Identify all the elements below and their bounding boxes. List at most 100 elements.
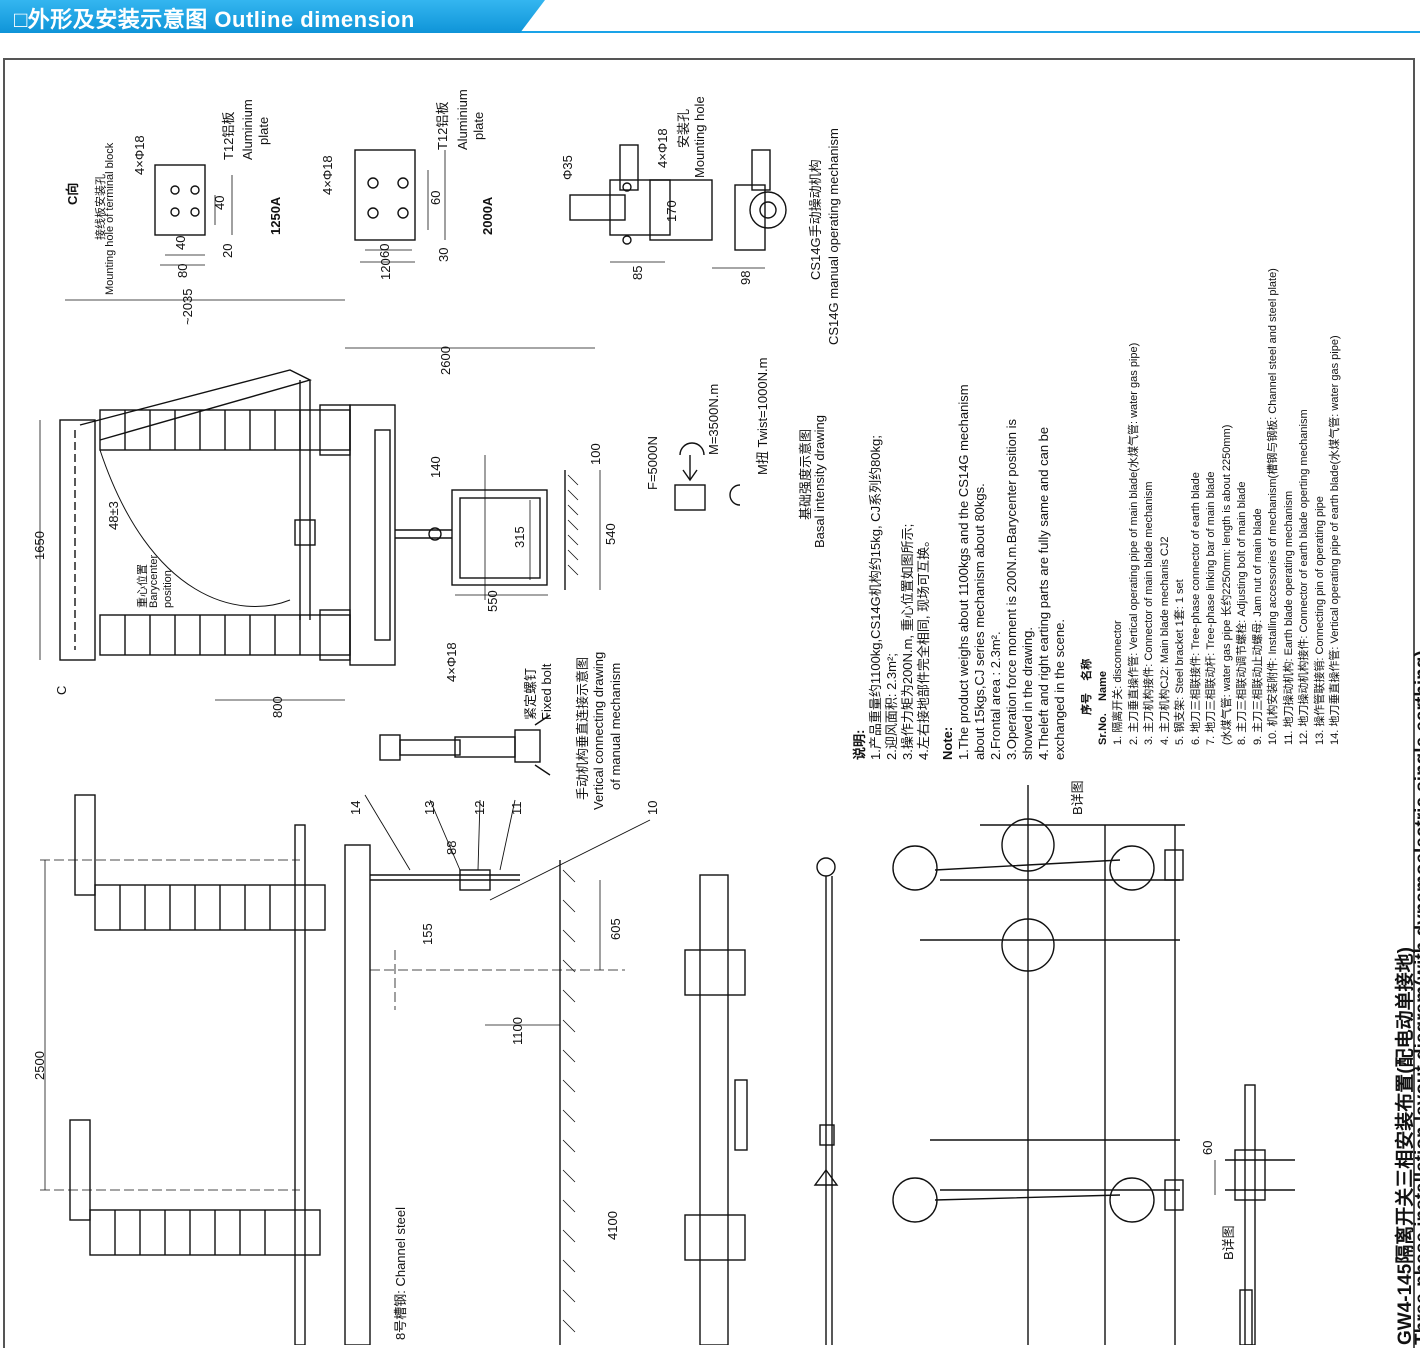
c-view-plate-en-2b: plate <box>471 111 486 140</box>
side-elevation-view <box>39 299 601 701</box>
drawing-frame <box>3 58 1415 1348</box>
parts-header-cn: 序号 名称 <box>1081 658 1093 715</box>
c-view-holes-1: 4×Φ18 <box>132 135 147 175</box>
notes-en-line: 1.The product weighs about 1100kgs and t… <box>956 384 971 760</box>
c-view-dim: 80 <box>175 263 190 278</box>
parts-row: 4. 主刀机构CJ2: Main blade mechanis CJ2 <box>1158 536 1171 745</box>
connect-title-en-2: of manual mechanism <box>608 662 623 790</box>
notes-en-title: Note: <box>940 726 955 760</box>
main-blade <box>79 369 312 441</box>
mechanism-name-cn: CS14G手动操动机构 <box>808 159 823 280</box>
notes-cn-line: 2.迎风面积: 2.3m²; <box>884 653 899 760</box>
front-item: 13 <box>422 800 437 815</box>
side-dim-2035: ~2035 <box>180 288 195 325</box>
connect-title-cn: 手动机构垂直连接示意图 <box>575 656 590 800</box>
side-dim-1650: 1650 <box>32 531 47 560</box>
notes-en-line: showed in the drawing. <box>1020 627 1035 760</box>
mechanism-dim: 85 <box>630 265 645 280</box>
header-tab <box>0 0 545 33</box>
c-view-plate-en-1b: plate <box>256 116 271 145</box>
mechanism-dim: 98 <box>738 270 753 285</box>
parts-row: 13. 操作管联接销: Connecting pin of operating … <box>1313 496 1326 745</box>
side-dim-100: 100 <box>588 443 603 465</box>
c-view-title: C向 <box>65 182 80 205</box>
notes-cn-title: 说明: <box>852 729 867 760</box>
front-dim-155: 155 <box>420 923 435 945</box>
c-view-terminal-block <box>154 149 446 266</box>
vertical-connecting-drawing <box>379 714 551 776</box>
side-c-mark: C <box>54 685 69 695</box>
mechanism-box <box>451 489 548 586</box>
plan-view-shaft <box>684 857 839 1345</box>
c-view-rating-1: 1250A <box>268 196 283 235</box>
side-bary-en-2: position <box>162 570 174 608</box>
side-dim-550: 550 <box>485 590 500 612</box>
basal-intensity-symbols <box>674 442 741 511</box>
front-dim-605: 605 <box>608 918 623 940</box>
side-dim-540: 540 <box>603 523 618 545</box>
front-dim-2500: 2500 <box>32 1051 47 1080</box>
c-view-rating-2: 2000A <box>480 196 495 235</box>
notes-en-line: exchanged in the scene. <box>1052 619 1067 760</box>
detail-b-label-1: B详图 <box>1070 780 1085 815</box>
notes-en-line: 3.Operation force moment is 200N.m.Baryc… <box>1004 418 1019 760</box>
front-item: 14 <box>348 800 363 815</box>
side-bary-en-1: Barycenter <box>148 554 160 608</box>
front-item: 12 <box>472 800 487 815</box>
parts-row: 6. 地刀三相联接件: Tree-phase connector of eart… <box>1189 472 1202 745</box>
notes-cn-line: 1.产品重量约1100kg,CS14G机构约15kg, CJ系列约80kg; <box>868 435 883 760</box>
side-dim-800: 800 <box>270 696 285 718</box>
mechanism-holes: 4×Φ18 <box>655 128 670 168</box>
front-dim-88: 88 <box>444 840 459 855</box>
basal-title-en: Basal intensity drawing <box>812 415 827 548</box>
header: □外形及安装示意图 Outline dimension <box>0 0 1420 34</box>
parts-row: 7. 地刀三相联动杆: Tree-phase linking bar of ma… <box>1205 471 1217 745</box>
front-elevation-view <box>40 794 651 1345</box>
notes-en-line: 2.Frontal area : 2.3m². <box>988 631 1003 760</box>
front-item: 11 <box>509 801 524 816</box>
c-view-dim: 40 <box>212 195 227 210</box>
connect-bolt-en: Fixed bolt <box>539 663 554 720</box>
notes-cn-line: 3.操作力矩为200N.m, 重心位置如图所示; <box>900 523 915 760</box>
side-dim-140: 140 <box>428 456 443 478</box>
parts-row: 1. 隔离开关: disconnector <box>1112 620 1124 745</box>
parts-row: 8. 主刀三相联动调节螺栓: Adjusting bolt of main bl… <box>1236 481 1248 745</box>
parts-row: 12. 地刀操动机构接件: Connector of earth blade o… <box>1298 409 1310 745</box>
front-item: 10 <box>645 800 660 815</box>
detail-b-dim: 60 <box>1200 1140 1215 1155</box>
three-phase-layout <box>892 785 1185 1345</box>
c-view-dim: 60 <box>377 243 392 258</box>
side-dim-315: 315 <box>512 526 527 548</box>
c-view-plate-cn-2: T12铝板 <box>435 101 450 150</box>
header-title: □外形及安装示意图 Outline dimension <box>14 7 415 32</box>
parts-row: 14. 地刀垂直操作管: Vertical operating pipe of … <box>1329 335 1341 745</box>
side-dim-48: 48±3 <box>106 501 121 530</box>
front-channel-steel: 8号槽钢: Channel steel <box>393 1207 408 1340</box>
c-view-dim: 40 <box>173 235 188 250</box>
side-holes: 4×Φ18 <box>444 642 459 682</box>
parts-row: (水煤气管: water gas pipe 长约2250mm: length i… <box>1220 424 1233 745</box>
parts-row: 11. 地刀操动机构: Earth blade operating mechan… <box>1282 490 1295 745</box>
parts-list: 序号 名称 Sr.No. Name 1. 隔离开关: disconnector … <box>1080 268 1344 745</box>
mechanism-name-en: CS14G manual operating mechanism <box>826 128 841 345</box>
parts-header-en: Sr.No. Name <box>1096 671 1109 745</box>
parts-row: 10. 机构安装附件: Installing accessories of me… <box>1267 268 1279 745</box>
front-dim-4100: 4100 <box>605 1211 620 1240</box>
notes-en: Note: 1.The product weighs about 1100kgs… <box>940 384 1068 760</box>
side-dim-2600: 2600 <box>438 346 453 375</box>
detail-b-label-2: B详图 <box>1221 1225 1236 1260</box>
basal-moment: M=3500N.m <box>706 383 721 455</box>
parts-row: 5. 钢支架: Steel bracket 1套: 1 set <box>1174 579 1186 745</box>
notes-cn: 说明: 1.产品重量约1100kg,CS14G机构约15kg, CJ系列约80k… <box>852 435 932 760</box>
drawing-title-en: Three-phase installation layout diagram(… <box>1412 650 1420 1345</box>
insulator-top-left <box>59 419 96 661</box>
parts-row: 9. 主刀三相联动止动螺母: Jam nut of main blade <box>1251 508 1264 745</box>
c-view-dim: 120 <box>378 258 393 280</box>
front-dim-1100: 1100 <box>510 1017 525 1045</box>
notes-cn-line: 4.左右接地部件完全相同, 现场可互换。 <box>916 533 931 760</box>
mechanism-dim: 170 <box>664 200 679 222</box>
c-view-dim: 60 <box>428 190 443 205</box>
mechanism-hole-cn: 安装孔 <box>676 108 691 148</box>
notes-en-line: 4.Theleft and right earting parts are fu… <box>1036 426 1051 760</box>
